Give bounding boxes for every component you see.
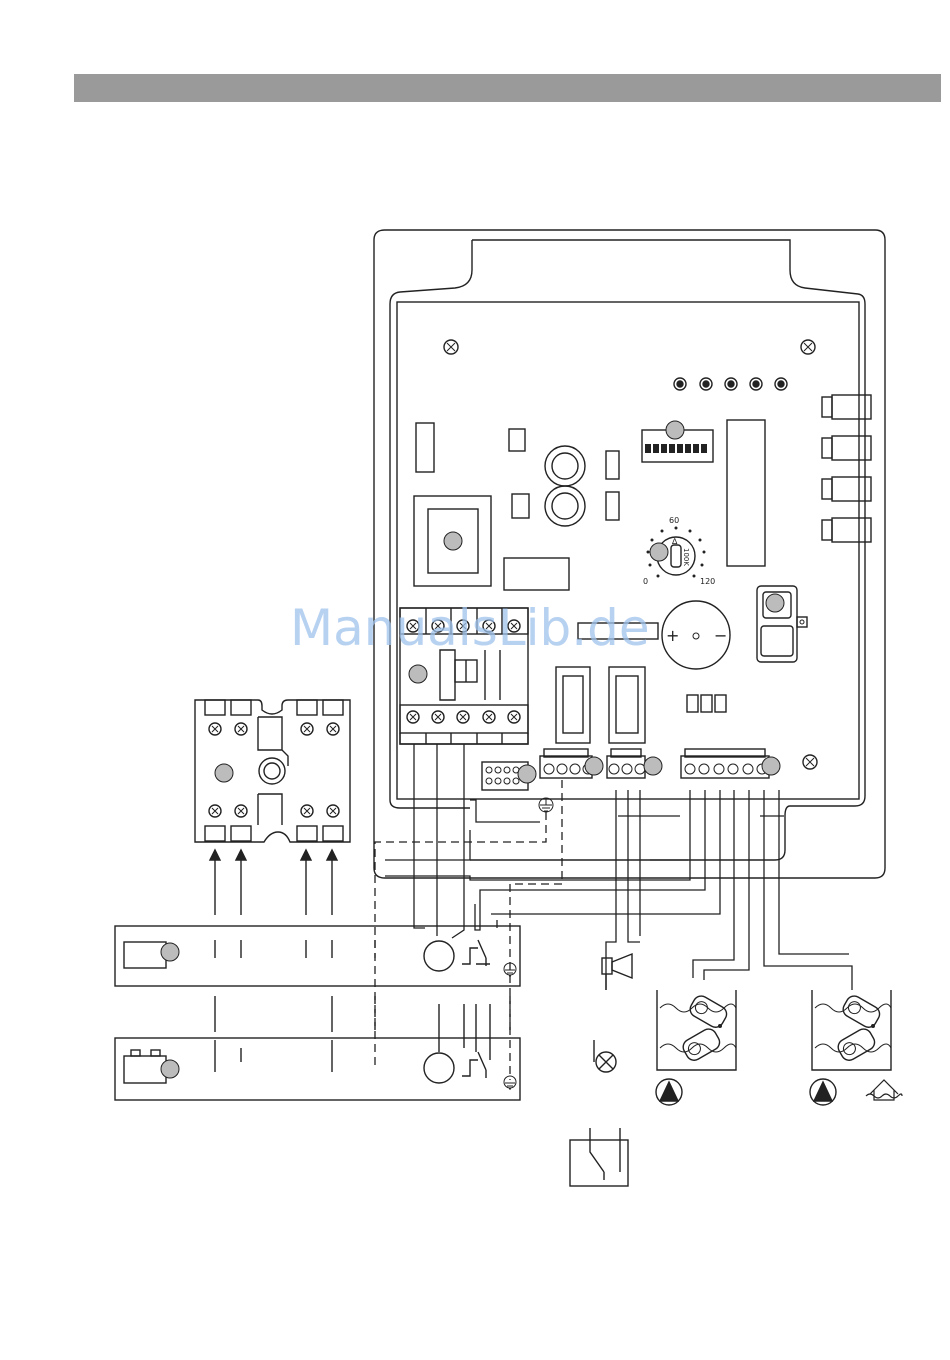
dial-label-max: 120 <box>700 577 715 586</box>
callout-marker <box>161 1060 179 1078</box>
callout-marker <box>215 764 233 782</box>
thermal-switch-icon <box>462 1052 486 1078</box>
screw-icon <box>457 711 469 723</box>
pump-icon <box>810 1079 836 1105</box>
screw-icon <box>801 340 815 354</box>
screw-icon <box>301 805 313 817</box>
flood-house-icon <box>866 1080 902 1100</box>
dial-label-range: 100K <box>682 548 690 566</box>
screw-icon <box>432 711 444 723</box>
callout-marker <box>444 532 462 550</box>
thermal-switch-icon <box>462 940 490 966</box>
float-switch-icon <box>680 1026 722 1063</box>
watermark: ManualsLib.de <box>290 599 650 657</box>
arrow-icon-group <box>210 850 337 915</box>
capacitor-top <box>545 446 585 486</box>
screw-icon <box>327 723 339 735</box>
screw-icon <box>508 711 520 723</box>
callout-marker <box>650 543 668 561</box>
callout-marker <box>585 757 603 775</box>
board-components <box>414 420 807 743</box>
lamp-wire <box>594 974 606 1062</box>
ground-wire-dashed <box>375 780 562 1080</box>
buzzer-plus: + <box>666 626 679 645</box>
ground-icon <box>539 798 553 812</box>
motor-icon <box>424 941 454 971</box>
contactor-screws-bottom <box>407 711 520 723</box>
led-icon <box>674 378 686 390</box>
led-icon <box>725 378 737 390</box>
dial-label-top: 60 <box>669 516 679 525</box>
capacitor-bottom <box>545 486 585 526</box>
led-row <box>674 378 787 390</box>
buzzer-minus: − <box>714 626 727 645</box>
dial-label-min: 0 <box>643 577 648 586</box>
callout-marker <box>161 943 179 961</box>
screw-icon <box>407 711 419 723</box>
callout-marker <box>766 594 784 612</box>
inter-box-wires <box>215 996 510 1060</box>
screw-icon <box>235 805 247 817</box>
lamp-icon <box>596 1052 616 1072</box>
screw-icon <box>327 805 339 817</box>
float-switch-icon <box>687 993 729 1030</box>
led-icon <box>775 378 787 390</box>
callout-marker <box>409 665 427 683</box>
callout-marker <box>666 421 684 439</box>
screw-icon <box>301 723 313 735</box>
pump-icon <box>656 1079 682 1105</box>
led-icon <box>700 378 712 390</box>
wiring <box>385 744 852 990</box>
screw-icon <box>209 805 221 817</box>
side-connectors <box>822 395 871 542</box>
screw-icon <box>209 723 221 735</box>
control-housing <box>374 230 885 878</box>
callout-marker <box>762 757 780 775</box>
dial-marker: ∆ <box>671 537 678 546</box>
screw-icon <box>444 340 458 354</box>
external-contact <box>570 1128 628 1186</box>
screw-icon <box>803 755 817 769</box>
tank-right <box>812 990 891 1070</box>
led-icon <box>750 378 762 390</box>
screw-icon <box>483 711 495 723</box>
float-switch-icon <box>835 1026 877 1063</box>
ground-icon <box>504 1076 516 1089</box>
screw-icon <box>235 723 247 735</box>
main-switch <box>195 700 350 915</box>
callout-marker <box>644 757 662 775</box>
tank-left <box>657 990 736 1070</box>
motor-icon <box>424 1053 454 1083</box>
float-switch-icon <box>840 993 882 1030</box>
callout-marker <box>518 765 536 783</box>
